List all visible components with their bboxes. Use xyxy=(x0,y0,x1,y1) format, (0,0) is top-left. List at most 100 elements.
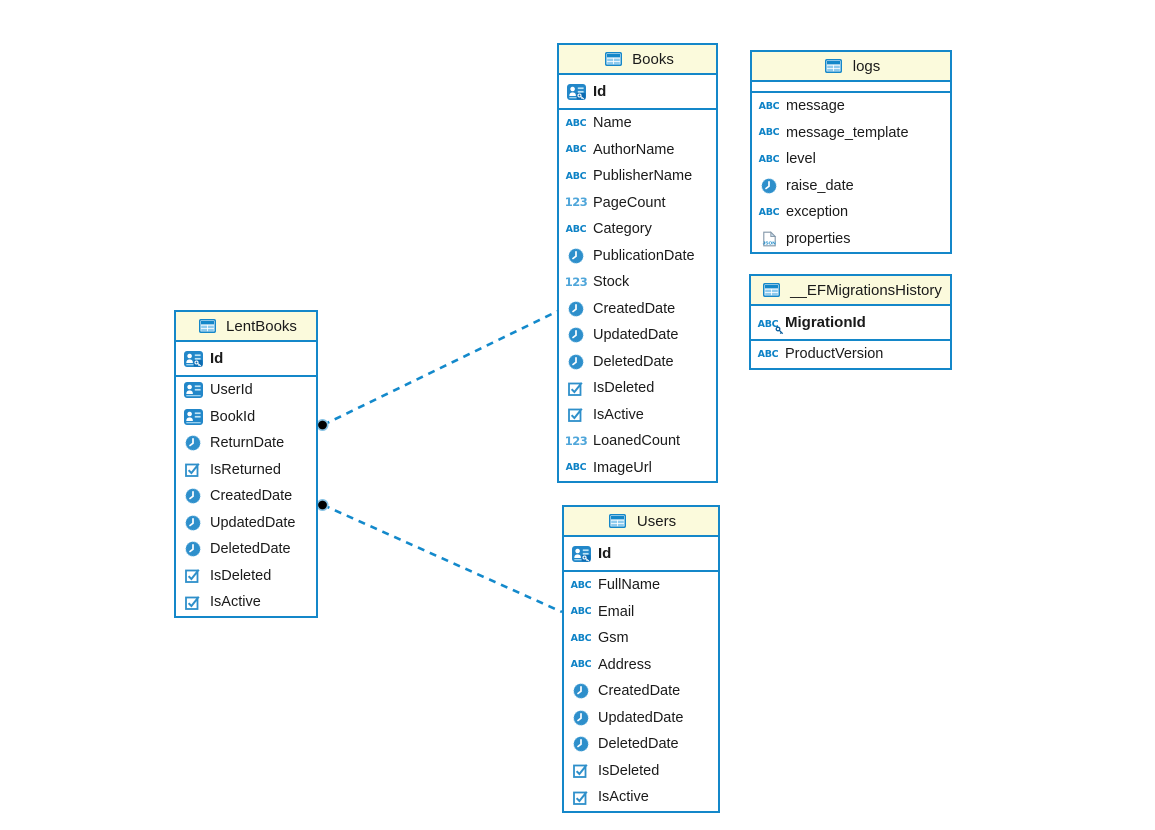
text-type-icon: ABC xyxy=(565,462,587,473)
column-name: ReturnDate xyxy=(210,435,285,452)
column-row-createddate[interactable]: CreatedDate xyxy=(176,483,316,510)
column-row-publicationdate[interactable]: PublicationDate xyxy=(559,243,716,270)
column-row-isdeleted[interactable]: IsDeleted xyxy=(176,563,316,590)
relation-line-lentbooks-books[interactable] xyxy=(322,309,559,427)
table-header[interactable]: logs xyxy=(752,52,950,82)
table-title: LentBooks xyxy=(226,317,297,335)
column-row-isreturned[interactable]: IsReturned xyxy=(176,457,316,484)
column-row-raise-date[interactable]: raise_date xyxy=(752,173,950,200)
datetime-type-icon xyxy=(757,178,781,194)
column-name: Id xyxy=(210,350,224,367)
table-title: logs xyxy=(852,57,881,75)
column-row-id[interactable]: Id xyxy=(564,537,718,570)
column-name: Id xyxy=(593,83,607,100)
table-title: Books xyxy=(632,50,674,68)
datetime-type-icon xyxy=(181,488,205,504)
table-icon xyxy=(822,59,846,73)
key-columns-section: Id xyxy=(564,537,718,572)
column-name: ProductVersion xyxy=(785,346,884,363)
column-row-isactive[interactable]: IsActive xyxy=(176,589,316,616)
number-type-icon: 123 xyxy=(564,433,588,448)
boolean-type-icon xyxy=(569,763,593,779)
table-header[interactable]: Users xyxy=(564,507,718,537)
text-type-icon: ABC xyxy=(758,153,780,165)
column-row-isactive[interactable]: IsActive xyxy=(559,402,716,429)
text-type-icon: ABC xyxy=(570,606,592,617)
column-row-createddate[interactable]: CreatedDate xyxy=(564,678,718,705)
table-header[interactable]: __EFMigrationsHistory xyxy=(751,276,950,306)
column-name: BookId xyxy=(210,408,256,425)
relation-endpoint-dot xyxy=(316,418,329,431)
column-row-createddate[interactable]: CreatedDate xyxy=(559,296,716,323)
column-row-deleteddate[interactable]: DeletedDate xyxy=(176,536,316,563)
datetime-type-icon xyxy=(181,435,205,451)
table-header[interactable]: LentBooks xyxy=(176,312,316,342)
column-row-loanedcount[interactable]: 123 LoanedCount xyxy=(559,428,716,455)
datetime-type-icon xyxy=(181,515,205,531)
datetime-type-icon xyxy=(564,354,588,370)
column-name: LoanedCount xyxy=(593,433,681,450)
column-row-id[interactable]: Id xyxy=(176,342,316,375)
column-name: DeletedDate xyxy=(210,541,291,558)
column-row-userid[interactable]: UserId xyxy=(176,377,316,404)
column-row-deleteddate[interactable]: DeletedDate xyxy=(559,349,716,376)
boolean-type-icon xyxy=(181,595,205,610)
column-row-updateddate[interactable]: UpdatedDate xyxy=(176,510,316,537)
column-row-isdeleted[interactable]: IsDeleted xyxy=(564,758,718,785)
column-name: FullName xyxy=(598,577,661,594)
table-title: Users xyxy=(636,512,677,530)
column-row-deleteddate[interactable]: DeletedDate xyxy=(564,731,718,758)
datetime-type-icon xyxy=(569,683,593,699)
column-row-updateddate[interactable]: UpdatedDate xyxy=(564,705,718,732)
number-type-icon: 123 xyxy=(564,195,588,209)
column-name: message xyxy=(786,98,845,115)
column-name: UpdatedDate xyxy=(598,709,684,726)
table-icon xyxy=(195,319,219,333)
column-row-bookid[interactable]: BookId xyxy=(176,404,316,431)
column-row-updateddate[interactable]: UpdatedDate xyxy=(559,322,716,349)
column-row-id[interactable]: Id xyxy=(559,75,716,108)
json-type-icon: JSON xyxy=(757,230,781,247)
column-name: MigrationId xyxy=(785,314,866,331)
datetime-type-icon xyxy=(564,248,588,264)
datetime-type-icon xyxy=(564,327,588,343)
column-row-message[interactable]: ABC message xyxy=(752,93,950,120)
relation-line-lentbooks-users[interactable] xyxy=(322,503,563,614)
text-type-icon: ABC xyxy=(758,100,780,112)
table-header[interactable]: Books xyxy=(559,45,716,75)
boolean-type-icon xyxy=(564,407,588,423)
column-row-isdeleted[interactable]: IsDeleted xyxy=(559,375,716,402)
column-row-returndate[interactable]: ReturnDate xyxy=(176,430,316,457)
column-name: IsDeleted xyxy=(598,762,660,779)
column-row-isactive[interactable]: IsActive xyxy=(564,784,718,811)
relation-endpoint-dot xyxy=(316,498,329,511)
